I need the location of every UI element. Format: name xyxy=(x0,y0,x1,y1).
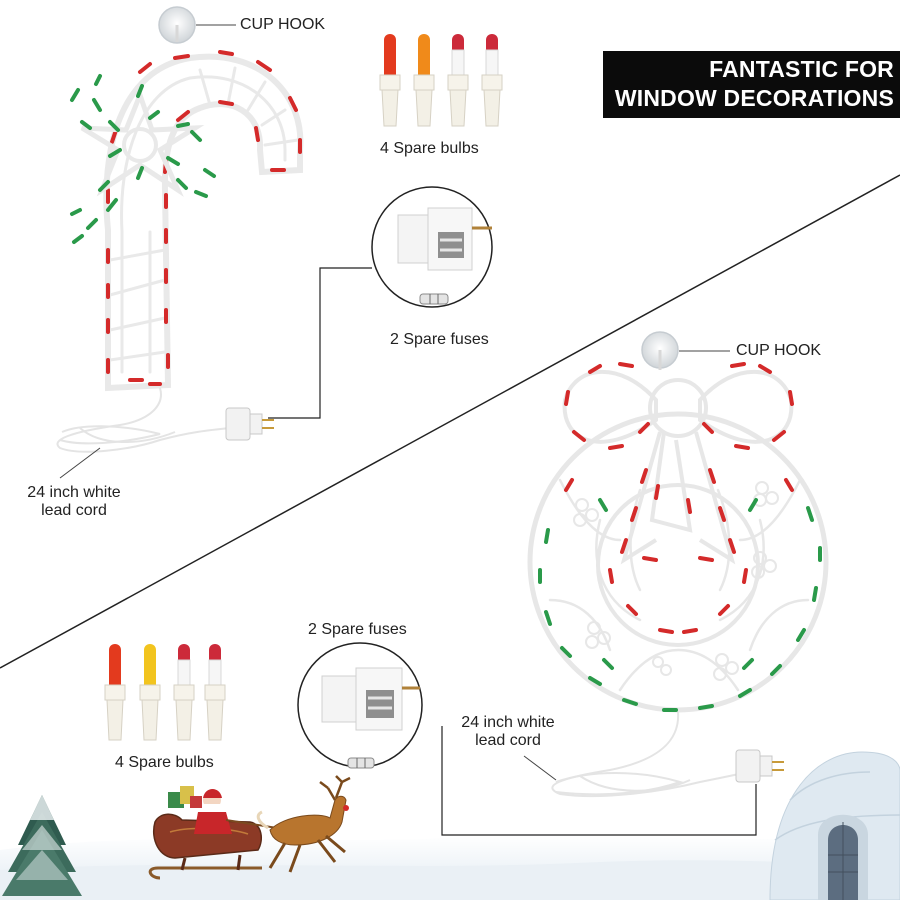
diagonal-divider xyxy=(0,174,900,669)
snowy-tree-icon xyxy=(2,795,82,896)
candy-cane-lead-cord-label: 24 inch white lead cord xyxy=(14,484,134,520)
candy-cane-lead-cord-line-1: 24 inch white xyxy=(27,484,121,501)
candy-cane-spare-bulbs-label: 4 Spare bulbs xyxy=(380,140,479,157)
wreath-spare-fuses-label: 2 Spare fuses xyxy=(308,621,407,638)
reindeer-icon xyxy=(256,775,351,873)
candy-cane-spare-fuses-label: 2 Spare fuses xyxy=(390,331,489,348)
banner-line-2: WINDOW DECORATIONS xyxy=(614,85,894,111)
promo-banner: FANTASTIC FOR WINDOW DECORATIONS xyxy=(603,51,900,118)
igloo-icon xyxy=(769,751,900,900)
candy-cane-cup-hook-label: CUP HOOK xyxy=(240,16,326,33)
candy-cane-cup-hook-icon xyxy=(158,6,236,44)
candy-cane-star xyxy=(70,74,216,244)
wreath-lead-cord-label: 24 inch white lead cord xyxy=(448,714,568,750)
santa-sleigh-icon xyxy=(148,786,291,880)
wreath-lead-cord-line-1: 24 inch white xyxy=(461,714,555,731)
wreath-spare-bulbs-icon xyxy=(104,644,226,741)
wreath-cup-hook-icon xyxy=(641,331,730,370)
wreath-green-bulbs xyxy=(538,498,822,712)
candy-cane-plug-icon xyxy=(225,267,372,441)
wreath-plug-icon xyxy=(441,726,784,836)
wreath-spare-bulbs-label: 4 Spare bulbs xyxy=(115,754,214,771)
wreath-bow xyxy=(562,369,794,565)
wreath-spare-fuses-icon xyxy=(297,642,423,769)
wreath-lead-cord xyxy=(523,711,749,798)
banner-line-1: FANTASTIC FOR xyxy=(709,56,894,82)
candy-cane-spare-fuses-icon xyxy=(371,186,493,308)
snow-scenery xyxy=(0,835,900,900)
wreath-cup-hook-label: CUP HOOK xyxy=(736,342,822,359)
candy-cane-lead-cord-line-2: lead cord xyxy=(41,502,107,519)
wreath-red-bulbs xyxy=(564,362,794,634)
candy-cane-lead-cord xyxy=(56,387,231,479)
wreath-lead-cord-line-2: lead cord xyxy=(475,732,541,749)
candy-cane-spare-bulbs-icon xyxy=(379,34,503,127)
